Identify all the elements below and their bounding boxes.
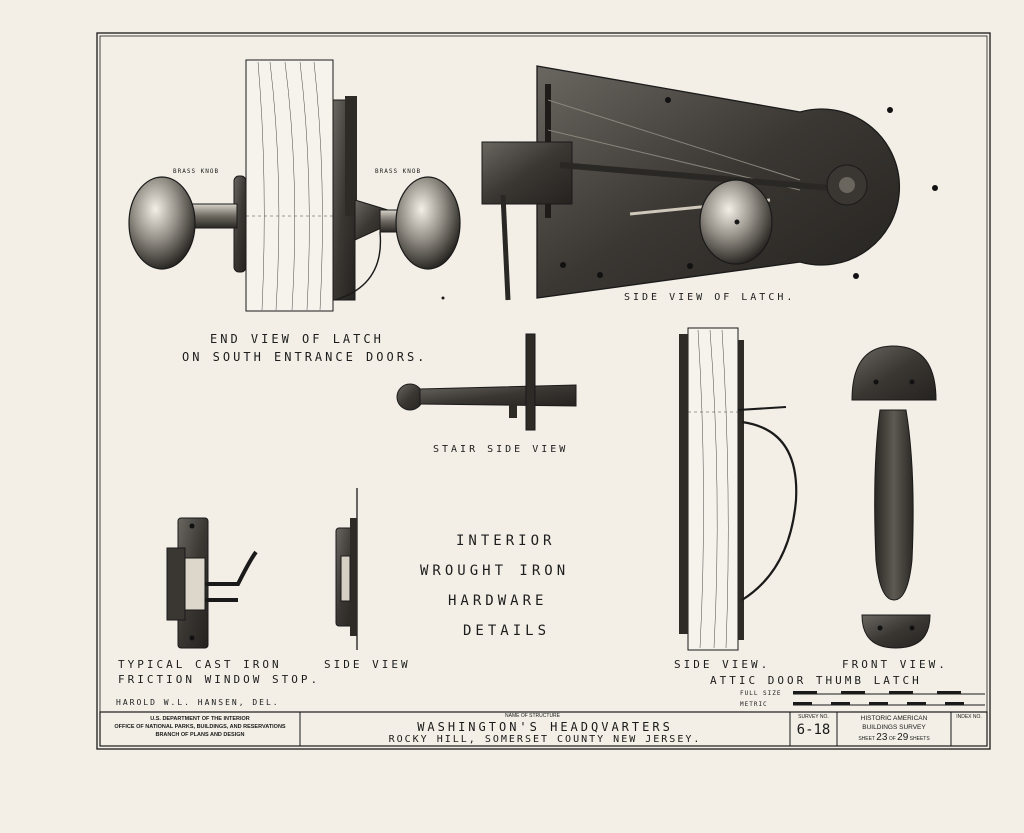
end-view-label-line2: ON SOUTH ENTRANCE DOORS. xyxy=(182,350,428,364)
thumb-latch-title-label: ATTIC DOOR THUMB LATCH xyxy=(710,674,922,687)
window-stop-drawing xyxy=(166,517,258,649)
end-view-label-line1: END VIEW OF LATCH xyxy=(210,332,384,346)
habs-line1: HISTORIC AMERICAN xyxy=(860,715,928,722)
thumb-latch-front-drawing xyxy=(851,345,937,649)
scale-full-size-label: FULL SIZE xyxy=(740,690,782,697)
window-stop-side-label: SIDE VIEW xyxy=(324,658,411,671)
center-title-line2: WROUGHT IRON xyxy=(420,563,570,579)
structure-location: ROCKY HILL, SOMERSET COUNTY NEW JERSEY. xyxy=(388,734,702,745)
sheet-word: SHEET xyxy=(858,736,875,742)
sheets-word: SHEETS xyxy=(909,736,930,742)
stair-side-view-drawing xyxy=(396,333,577,431)
agency-line3: BRANCH OF PLANS AND DESIGN xyxy=(155,732,245,738)
delineator-credit: HAROLD W.L. HANSEN, DEL. xyxy=(116,698,280,707)
habs-line2: BUILDINGS SURVEY xyxy=(862,724,926,731)
thumb-latch-side-drawing xyxy=(679,327,798,651)
center-title-line4: DETAILS xyxy=(463,623,551,639)
of-word: OF xyxy=(888,736,896,742)
thumb-latch-front-label: FRONT VIEW. xyxy=(842,658,948,671)
agency-line2: OFFICE OF NATIONAL PARKS, BUILDINGS, AND… xyxy=(114,724,286,730)
window-stop-label-line2: FRICTION WINDOW STOP. xyxy=(118,673,321,686)
thumb-latch-side-label: SIDE VIEW. xyxy=(674,658,771,671)
outer-border xyxy=(96,32,991,750)
sheet-total: 29 xyxy=(897,732,909,743)
center-title-line1: INTERIOR xyxy=(456,533,556,549)
structure-name: WASHINGTON'S HEADQVARTERS xyxy=(417,720,673,734)
side-view-latch-drawing xyxy=(481,65,938,301)
scale-metric-label: METRIC xyxy=(740,701,768,708)
center-title-line3: HARDWARE xyxy=(448,593,548,609)
window-stop-label-line1: TYPICAL CAST IRON xyxy=(118,658,282,671)
side-view-latch-label: SIDE VIEW OF LATCH. xyxy=(624,292,796,303)
scale-bars xyxy=(793,691,985,706)
sheet-no: 23 xyxy=(876,732,888,743)
survey-no: 6-18 xyxy=(796,722,831,738)
title-block-frame xyxy=(99,711,988,747)
sheet-count: SHEET 23 OF 29 SHEETS xyxy=(837,732,951,743)
agency-line1: U.S. DEPARTMENT OF THE INTERIOR xyxy=(150,716,250,722)
end-view-latch-drawing xyxy=(128,59,461,312)
brass-knob-right-label: BRASS KNOB xyxy=(375,168,422,175)
index-no-caption: INDEX NO. xyxy=(956,714,982,720)
window-stop-side-drawing xyxy=(335,488,358,650)
survey-no-caption: SURVEY NO. xyxy=(798,714,829,720)
structure-name-caption: NAME OF STRUCTURE xyxy=(505,713,560,719)
stair-side-view-label: STAIR SIDE VIEW xyxy=(433,444,569,455)
brass-knob-left-label: BRASS KNOB xyxy=(173,168,220,175)
